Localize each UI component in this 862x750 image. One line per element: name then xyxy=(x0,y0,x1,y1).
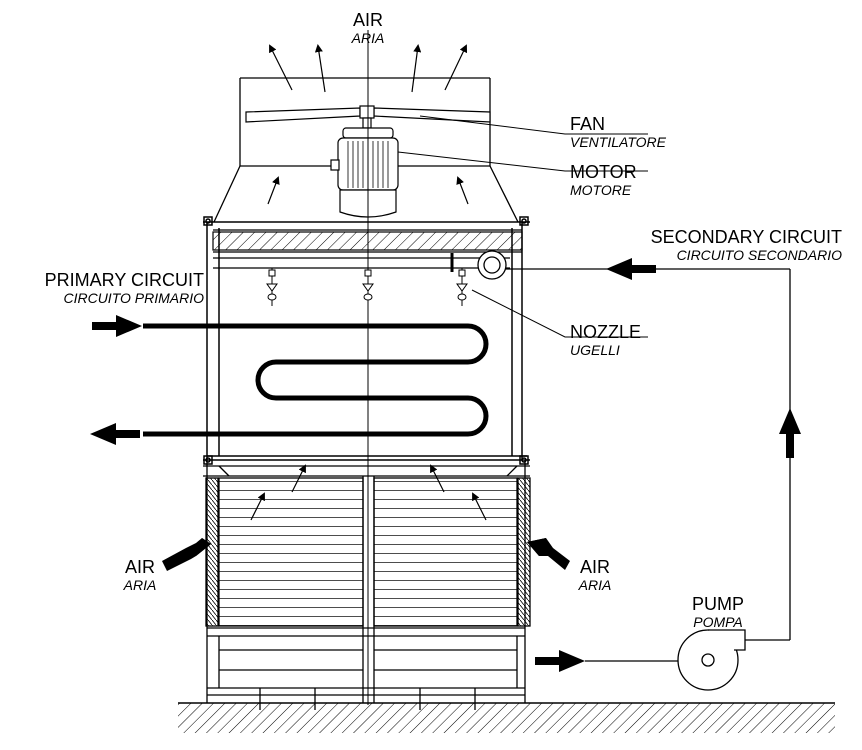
fan-blade xyxy=(245,105,491,129)
air-top-label: AIR ARIA xyxy=(338,10,398,46)
air-inlet-arrow-right xyxy=(527,538,570,570)
serpentine-coil xyxy=(143,323,489,437)
air-left-label: AIR ARIA xyxy=(110,557,170,593)
pump-it: POMPA xyxy=(693,614,743,630)
fan-en: FAN xyxy=(570,114,606,134)
pump-label: PUMP POMPA xyxy=(683,594,753,630)
ground xyxy=(178,702,835,733)
fan-label: FAN VENTILATORE xyxy=(570,114,666,150)
nozzle xyxy=(362,268,374,306)
primary-inlet-arrow xyxy=(92,315,142,337)
air-right-label: AIR ARIA xyxy=(565,557,625,593)
air-right-en: AIR xyxy=(579,557,610,577)
drift-eliminator xyxy=(212,229,523,253)
motor-it: MOTORE xyxy=(570,182,632,198)
nozzle-it: UGELLI xyxy=(570,342,620,358)
nozzle-en: NOZZLE xyxy=(570,322,642,342)
coil-casing xyxy=(203,216,530,465)
air-top-it: ARIA xyxy=(351,30,385,46)
air-left-it: ARIA xyxy=(123,577,157,593)
spray-header xyxy=(213,250,510,280)
air-top-en: AIR xyxy=(352,10,383,30)
nozzle xyxy=(266,268,278,306)
motor xyxy=(330,127,399,218)
basin-outlet-arrow xyxy=(535,650,585,672)
air-inlet-arrow-left xyxy=(162,538,211,571)
primary-circuit-label: PRIMARY CIRCUIT CIRCUITO PRIMARIO xyxy=(14,270,204,306)
nozzle-label: NOZZLE UGELLI xyxy=(570,322,641,358)
primary-circuit-it: CIRCUITO PRIMARIO xyxy=(63,290,204,306)
nozzles xyxy=(266,268,468,306)
motor-en: MOTOR xyxy=(570,162,637,182)
motor-label: MOTOR MOTORE xyxy=(570,162,637,198)
air-flow-arrows xyxy=(250,44,487,521)
secondary-circuit-it: CIRCUITO SECONDARIO xyxy=(676,247,842,263)
leader-lines xyxy=(397,115,648,338)
basin xyxy=(207,627,525,710)
primary-outlet-arrow xyxy=(90,423,140,445)
air-right-it: ARIA xyxy=(578,577,612,593)
pump-en: PUMP xyxy=(691,594,744,614)
secondary-circuit-piping xyxy=(506,268,791,662)
secondary-circuit-en: SECONDARY CIRCUIT xyxy=(650,227,842,247)
secondary-circuit-label: SECONDARY CIRCUIT CIRCUITO SECONDARIO xyxy=(620,227,842,263)
air-left-en: AIR xyxy=(124,557,155,577)
fill-section xyxy=(203,460,531,703)
primary-circuit-en: PRIMARY CIRCUIT xyxy=(44,270,204,290)
nozzle xyxy=(456,268,468,306)
pump xyxy=(677,629,746,691)
fan-it: VENTILATORE xyxy=(570,134,666,150)
